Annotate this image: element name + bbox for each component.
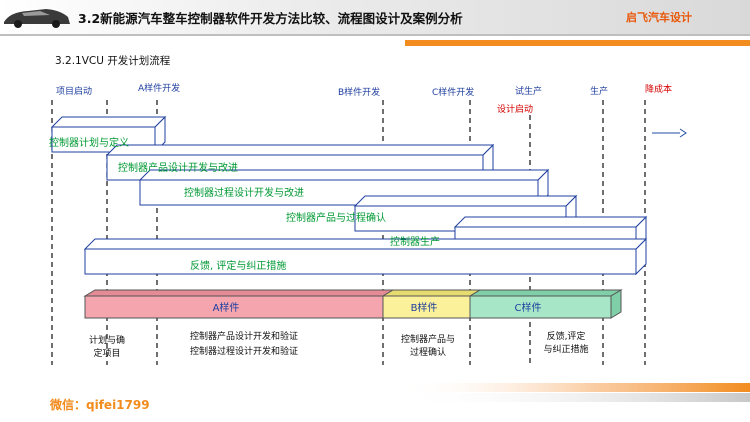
- task-label-plan: 控制器计划与定义: [49, 136, 129, 149]
- phase-note-design-line2: 控制器过程设计开发和验证: [190, 345, 298, 357]
- header-title: 3.2新能源汽车整车控制器软件开发方法比较、流程图设计及案例分析: [78, 11, 463, 26]
- milestone-design-start: 设计启动: [497, 103, 533, 115]
- phase-note-validation-line2: 过程确认: [410, 346, 446, 358]
- milestone-production: 生产: [590, 85, 608, 97]
- milestone-b-sample: B样件开发: [338, 86, 380, 98]
- phase-note-validation-line1: 控制器产品与: [401, 333, 455, 345]
- phase-note-plan-line1: 计划与确: [89, 334, 125, 346]
- header-accent-bar: [405, 40, 750, 46]
- milestone-cost-down: 降成本: [645, 83, 672, 95]
- milestone-c-sample: C样件开发: [432, 86, 474, 98]
- phase-label-a: A样件: [213, 301, 240, 314]
- task-bar-feedback: [83, 237, 648, 276]
- phase-note-feedback-line2: 与纠正措施: [543, 343, 588, 355]
- header-brand: 启飞汽车设计: [626, 11, 692, 24]
- phase-note-plan-line2: 定项目: [93, 347, 120, 359]
- task-label-product-design: 控制器产品设计开发与改进: [118, 161, 238, 174]
- car-logo-icon: [4, 9, 70, 28]
- footer-orange-band: [400, 383, 750, 392]
- task-label-validation: 控制器产品与过程确认: [286, 211, 386, 224]
- phase-label-c: C样件: [515, 301, 542, 314]
- milestone-lines: [51, 100, 646, 365]
- task-label-production: 控制器生产: [390, 235, 440, 248]
- phase-a: [83, 289, 395, 319]
- task-label-feedback: 反馈, 评定与纠正措施: [190, 259, 286, 272]
- phase-note-design-line1: 控制器产品设计开发和验证: [190, 330, 298, 342]
- header-line: [0, 34, 750, 36]
- task-bars: [50, 115, 648, 276]
- phase-b: [381, 289, 482, 319]
- milestone-trial-production: 试生产: [515, 85, 542, 97]
- phase-label-b: B样件: [411, 301, 438, 314]
- phase-c: [468, 289, 623, 319]
- milestone-project-start: 项目启动: [56, 85, 92, 97]
- page-subtitle: 3.2.1VCU 开发计划流程: [55, 55, 171, 67]
- milestone-a-sample: A样件开发: [138, 82, 180, 94]
- phase-note-feedback-line1: 反馈,评定: [547, 330, 586, 342]
- header-bar: [0, 0, 750, 34]
- footer-gray-band: [400, 393, 750, 402]
- phase-bars: [83, 289, 623, 319]
- task-label-process-design: 控制器过程设计开发与改进: [184, 186, 304, 199]
- cost-down-arrow-icon: [652, 128, 687, 138]
- footer-wechat: 微信：qifei1799: [50, 398, 150, 412]
